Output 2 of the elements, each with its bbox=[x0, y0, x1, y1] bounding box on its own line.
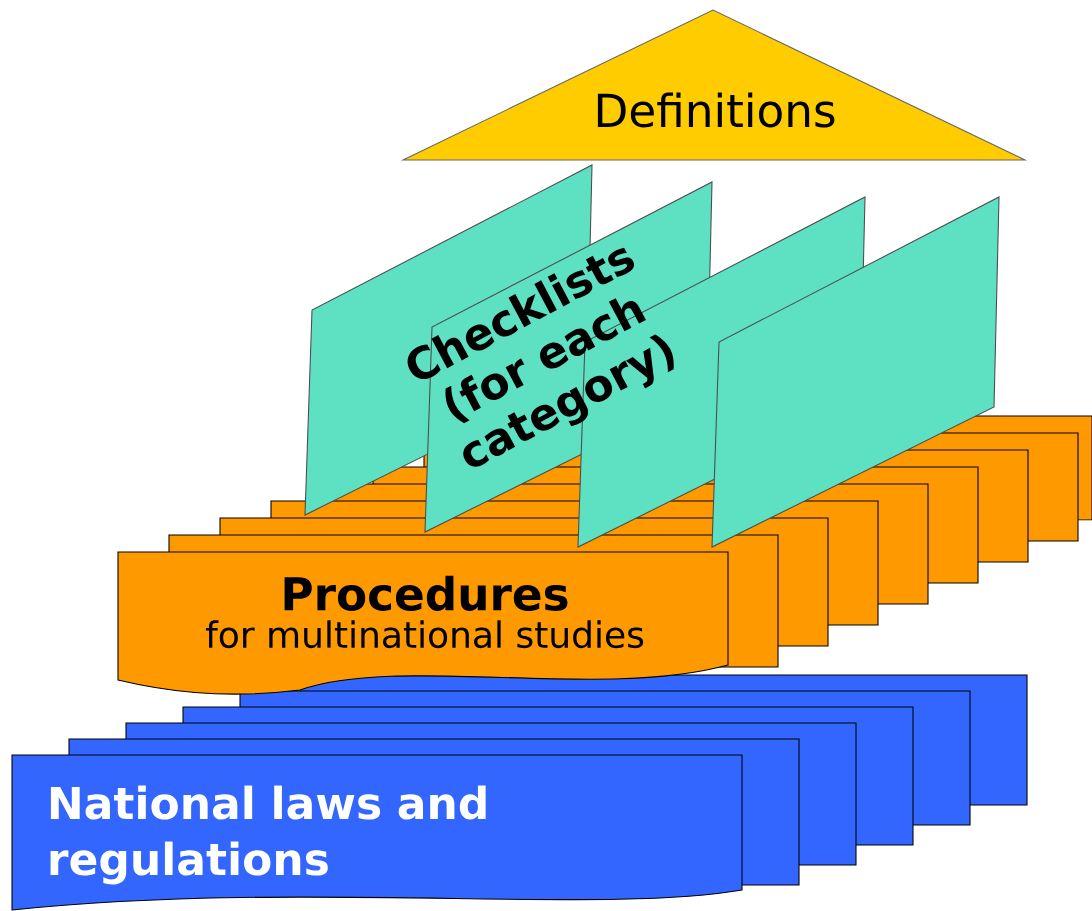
laws-sheet: National laws and regulations bbox=[11, 754, 743, 911]
procedures-sheet: Procedures for multinational studies bbox=[117, 551, 729, 695]
